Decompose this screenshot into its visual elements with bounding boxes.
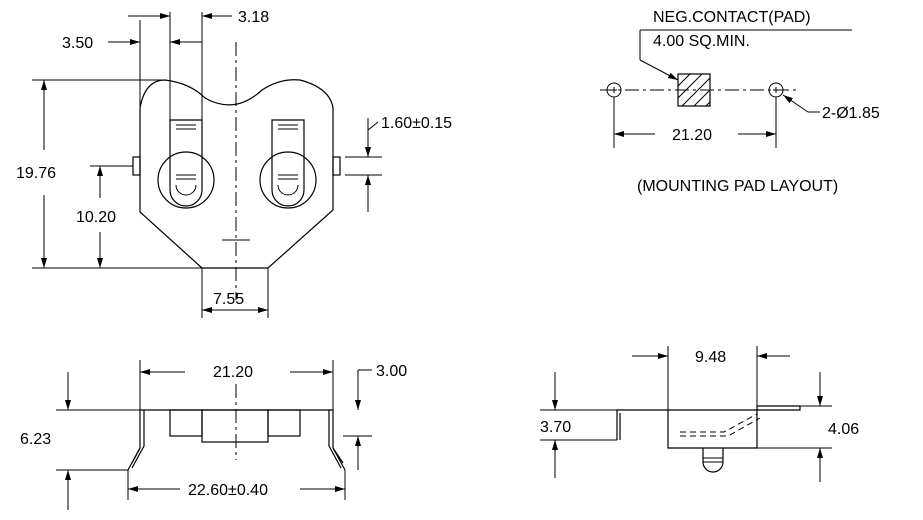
pad-layout: NEG.CONTACT(PAD) 4.00 SQ.MIN. 2-Ø1.85 <box>600 9 880 195</box>
left-tab <box>132 156 141 176</box>
dim-10-20: 10.20 <box>76 209 116 226</box>
side-height: 6.23 <box>20 431 51 448</box>
left-contact <box>157 119 215 209</box>
dim-3-50: 3.50 <box>62 35 93 52</box>
neg-contact-label: NEG.CONTACT(PAD) <box>653 9 811 26</box>
pad-spacing: 21.20 <box>672 127 712 144</box>
dim-19-76: 19.76 <box>16 165 56 182</box>
sq-min-label: 4.00 SQ.MIN. <box>653 33 750 50</box>
side-view: 21.20 22.60±0.40 6.23 3.00 <box>20 360 407 510</box>
right-contact <box>259 119 317 209</box>
pad-layout-caption: (MOUNTING PAD LAYOUT) <box>637 178 838 195</box>
holes-label: 2-Ø1.85 <box>822 105 880 122</box>
front-view: 3.18 3.50 19.76 10.20 7.55 1.60±0.15 <box>16 9 452 318</box>
dim-1-60: 1.60±0.15 <box>381 115 452 132</box>
dim-7-55: 7.55 <box>213 291 244 308</box>
side-width: 21.20 <box>213 364 253 381</box>
end-view: 9.48 3.70 4.06 <box>540 346 859 482</box>
end-height-a: 3.70 <box>540 419 571 436</box>
dim-3-18: 3.18 <box>238 9 269 26</box>
end-depth: 9.48 <box>695 349 726 366</box>
right-tab <box>332 156 341 176</box>
side-foot-width: 22.60±0.40 <box>188 482 268 499</box>
side-lead: 3.00 <box>376 363 407 380</box>
end-height-b: 4.06 <box>828 421 859 438</box>
